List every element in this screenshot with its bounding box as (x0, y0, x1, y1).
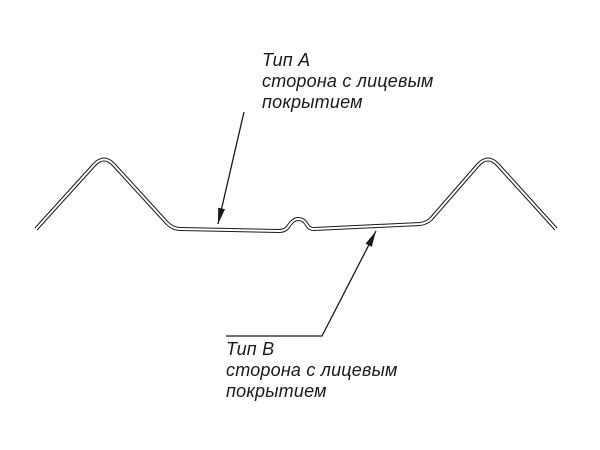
type-b-leader-line (226, 230, 377, 337)
type-a-leader-line (217, 111, 245, 225)
type-b-subtitle-line2: покрытием (226, 381, 327, 401)
type-a-label: Тип А сторона с лицевым покрытием (262, 50, 434, 113)
type-b-subtitle-line1: сторона с лицевым (226, 360, 398, 380)
type-a-subtitle-line1: сторона с лицевым (262, 71, 434, 91)
type-a-title: Тип А (262, 50, 311, 70)
type-a-subtitle-line2: покрытием (262, 92, 363, 112)
type-b-title: Тип В (226, 339, 275, 359)
leader-lines (217, 111, 377, 337)
type-b-label: Тип В сторона с лицевым покрытием (226, 339, 398, 402)
metal-profile-outline (34, 157, 558, 233)
profile-inner-line (35, 158, 557, 232)
